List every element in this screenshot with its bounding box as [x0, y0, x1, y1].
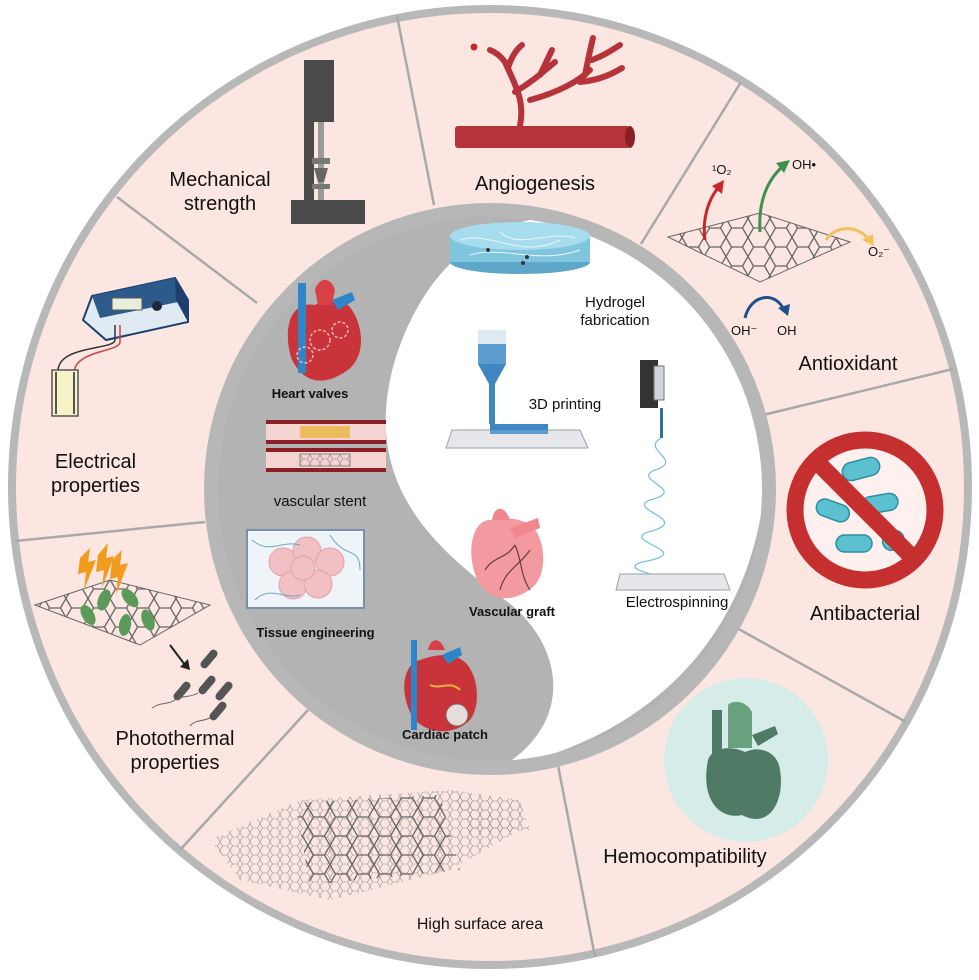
lightning-bolt [110, 550, 128, 595]
label-line: properties [51, 475, 140, 497]
tissue-cells-icon [246, 529, 365, 609]
label-line: Hemocompatibility [603, 846, 767, 868]
divider-line [116, 196, 258, 304]
species-hydroxide: OH⁻ [731, 323, 758, 338]
method-hydrogel-label: Hydrogel fabrication [560, 294, 670, 330]
segment-surface-label: High surface area [385, 915, 575, 934]
segment-antioxidant-label: Antioxidant [778, 352, 918, 376]
vascular-graft-heart-icon [471, 508, 544, 599]
divider-line [14, 520, 206, 543]
cardiac-patch-heart-icon [404, 640, 477, 732]
vascular-stent-icon [266, 420, 386, 472]
application-cardiac-patch-label: Cardiac patch [402, 727, 488, 742]
label-line: fabrication [580, 312, 650, 329]
photothermal-graphene-icon [33, 543, 233, 727]
heart-valves-icon [287, 279, 362, 381]
electrospinning-syringe-icon [615, 360, 731, 591]
green-arrow [758, 165, 784, 233]
label-line: Antibacterial [809, 603, 921, 625]
divider-line [555, 759, 597, 958]
application-vascular-stent-label: vascular stent [273, 493, 367, 510]
label-line: High surface area [416, 916, 544, 933]
lightning-bolt [78, 548, 96, 590]
species-hydroxyl-radical: OH• [792, 157, 817, 172]
red-arrow [702, 187, 720, 241]
species-superoxide: O₂⁻ [868, 244, 891, 259]
segment-antibacterial-label: Antibacterial [790, 602, 940, 626]
label-line: 3D printing [528, 396, 602, 413]
label-line: Antioxidant [798, 353, 898, 375]
segment-photothermal-label: Photothermal properties [95, 727, 255, 775]
segment-angiogenesis-label: Angiogenesis [455, 172, 615, 196]
graphene-sheet-icon [210, 790, 530, 900]
application-vascular-graft-label: Vascular graft [469, 604, 555, 619]
graphene-ros-icon [666, 160, 874, 319]
application-heart-valves-label: Heart valves [271, 386, 349, 401]
divider-line [639, 81, 743, 245]
application-tissue-engineering-label: Tissue engineering [256, 625, 375, 640]
blue-arrow [743, 296, 786, 319]
blood-vessel-branch-icon [455, 35, 635, 148]
3d-printer-nozzle-icon [445, 330, 589, 449]
label-line: Electrospinning [625, 594, 729, 611]
species-hydroxyl: OH [777, 323, 797, 338]
segment-electrical-label: Electrical properties [28, 450, 163, 498]
lightning-bolt [96, 543, 114, 588]
method-electrospinning-label: Electrospinning [612, 594, 742, 612]
hydrogel-disc-icon [450, 222, 590, 274]
method-3d-printing-label: 3D printing [510, 396, 620, 414]
divider-line [762, 367, 954, 417]
label-line: Hydrogel [584, 294, 646, 311]
divider-line [179, 709, 309, 851]
segment-mechanical-label: Mechanical strength [150, 168, 290, 216]
label-line: Angiogenesis [474, 173, 596, 195]
green-heart-icon [664, 678, 828, 842]
power-supply-icon [51, 276, 189, 417]
tensile-tester-icon [291, 60, 365, 224]
label-line: Photothermal [115, 728, 235, 750]
species-singlet-oxygen: ¹O₂ [712, 162, 732, 177]
label-line: properties [130, 752, 220, 774]
label-line: Electrical [54, 451, 137, 473]
divider-line [395, 15, 436, 206]
label-line: Mechanical [169, 169, 271, 191]
divider-line [734, 625, 907, 724]
no-bacteria-icon [786, 431, 944, 589]
segment-hemocompatibility-label: Hemocompatibility [585, 845, 785, 869]
label-line: strength [183, 193, 257, 215]
segment-dividers [14, 15, 954, 958]
